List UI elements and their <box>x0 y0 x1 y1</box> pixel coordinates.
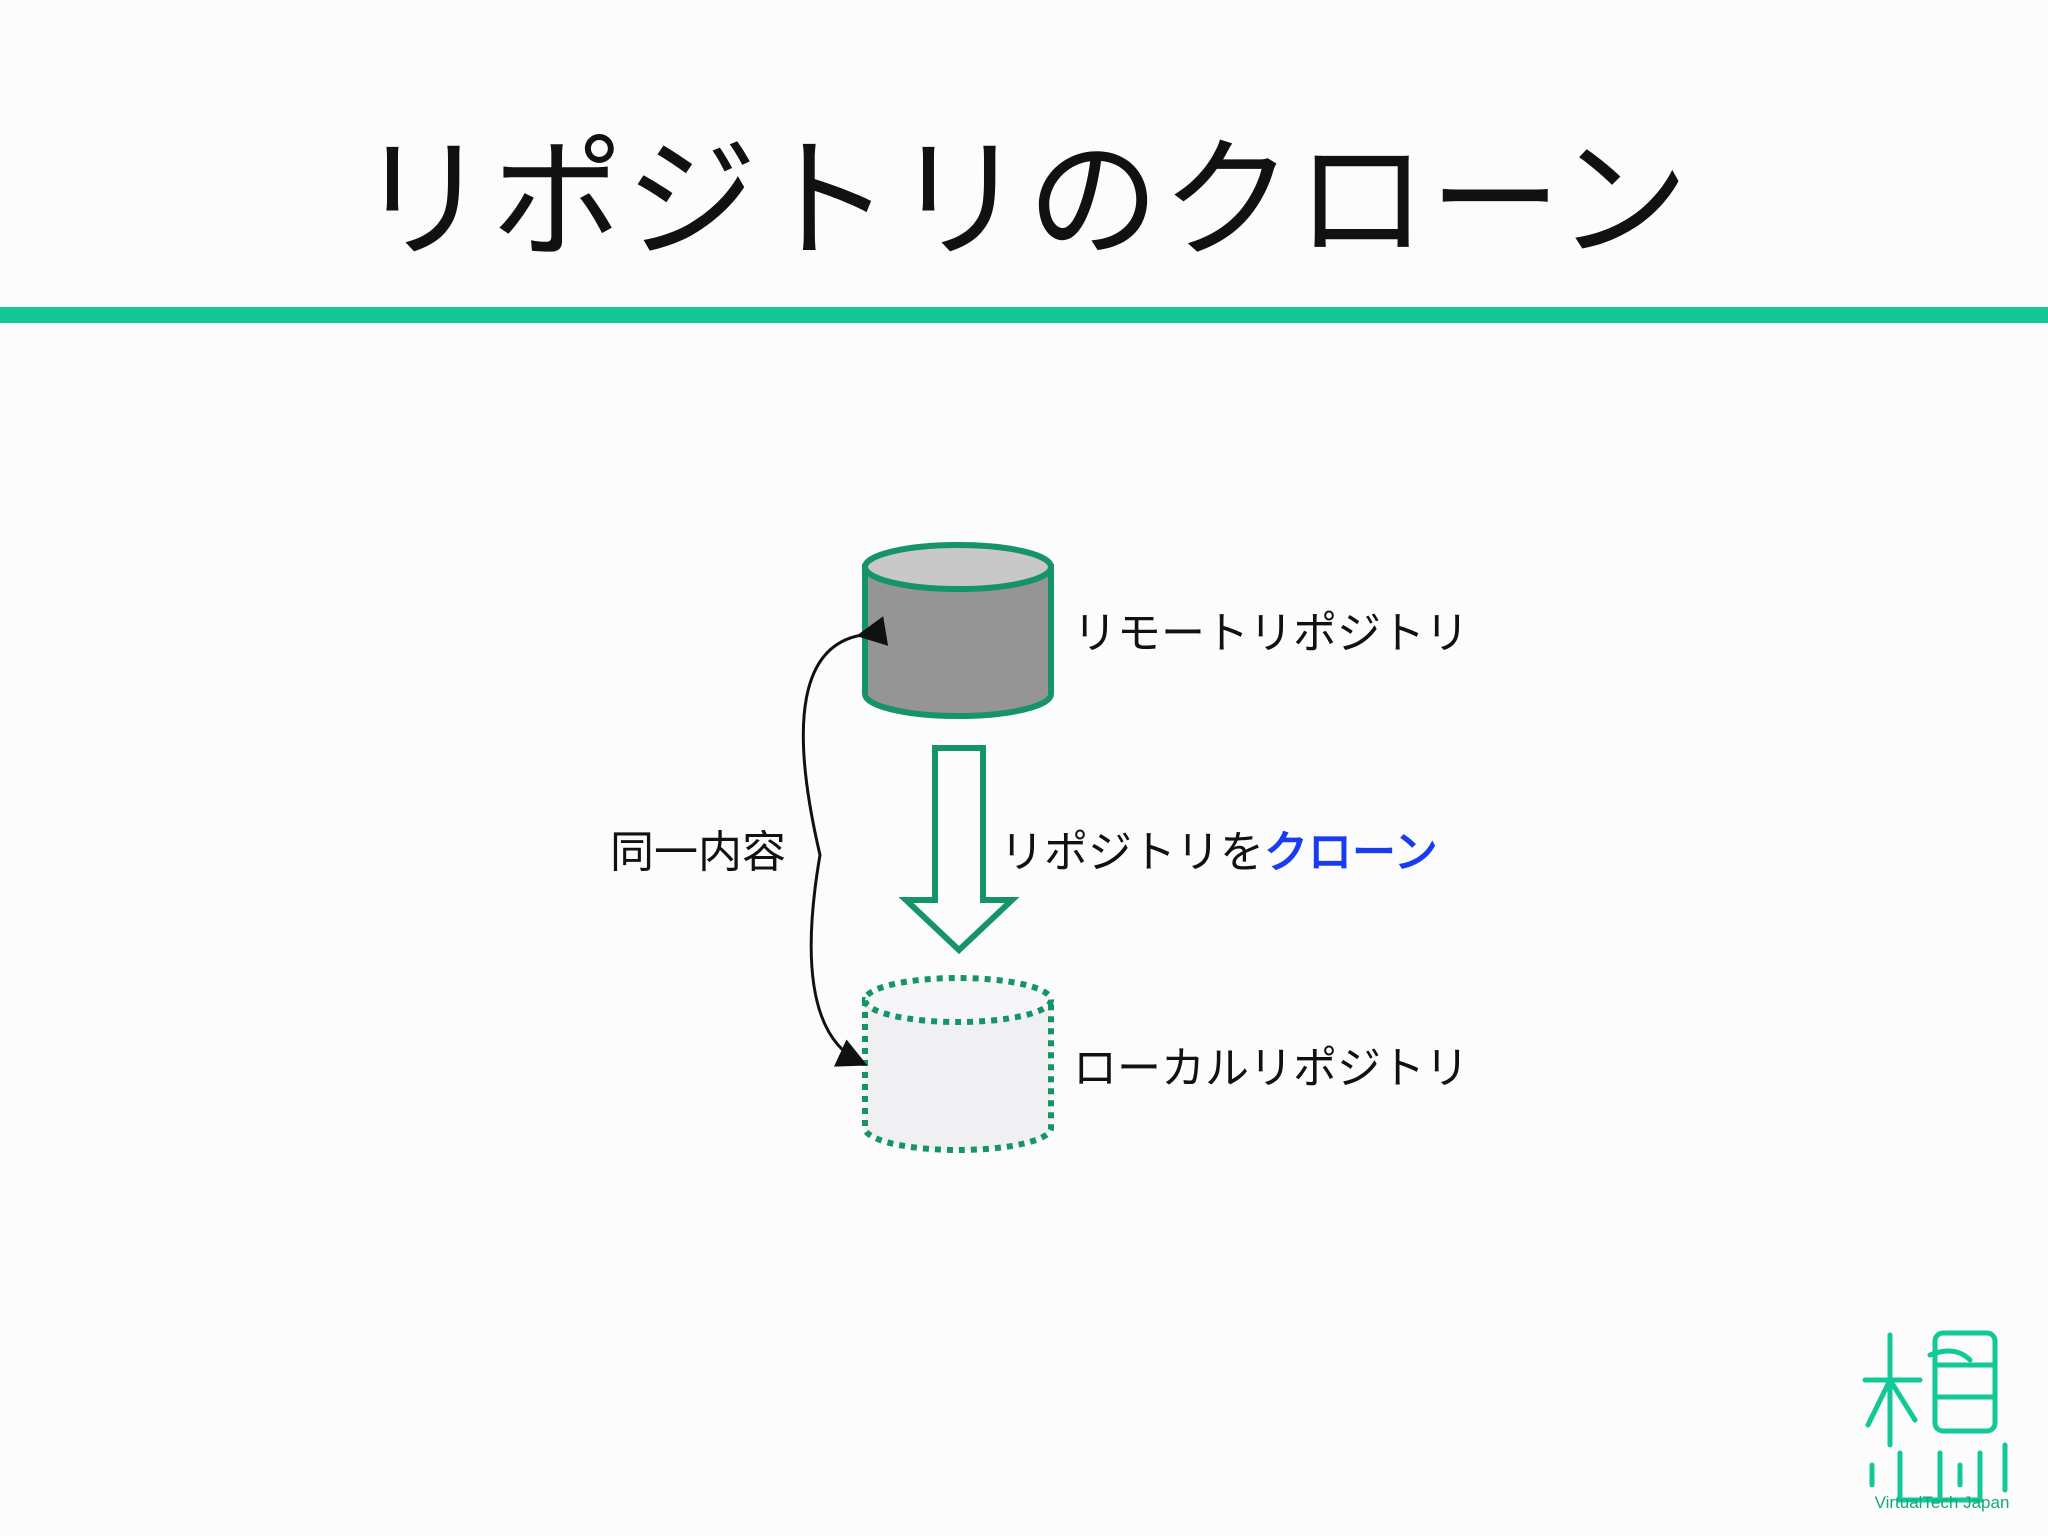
slide-title: リポジトリのクローン <box>357 124 1691 278</box>
same-content-arrow <box>801 616 889 1067</box>
logo-text: VirtualTech Japan <box>1874 1493 2010 1512</box>
remote-repository-cylinder <box>862 542 1054 719</box>
clone-label-accent: クローン <box>1264 827 1438 878</box>
local-repository-label: ローカルリポジトリ <box>1073 1043 1469 1094</box>
local-repository-cylinder <box>862 975 1054 1153</box>
clone-arrow <box>898 745 1020 955</box>
title-underline <box>0 307 2048 323</box>
remote-repository-label: リモートリポジトリ <box>1073 608 1469 659</box>
virtualtech-logo-icon <box>1862 1330 2008 1503</box>
clone-label: リポジトリをクローン <box>1000 831 1438 875</box>
same-content-label: 同一内容 <box>610 827 786 878</box>
clone-label-prefix: リポジトリを <box>1000 827 1264 878</box>
